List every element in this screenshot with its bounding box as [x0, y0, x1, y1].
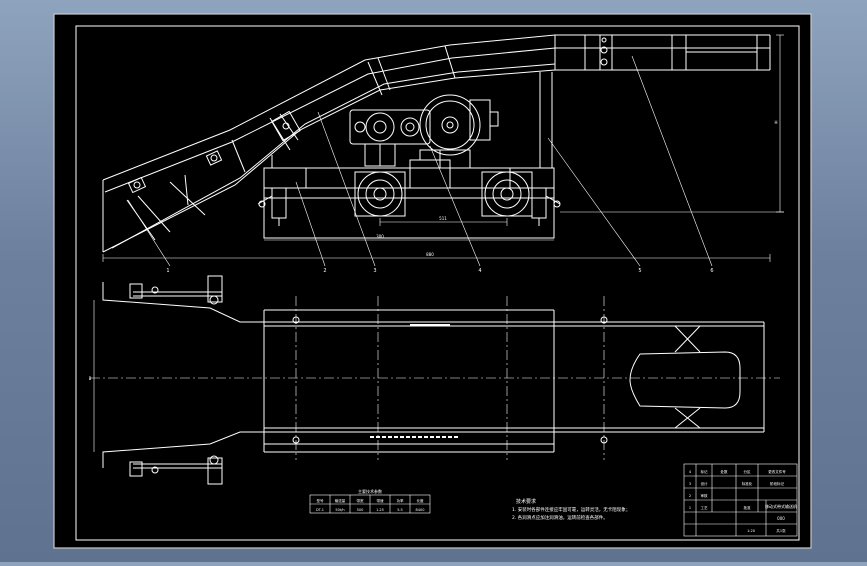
- sheet-background: [53, 13, 812, 549]
- param-h1: 输送量: [335, 498, 346, 503]
- inner-frame: [75, 25, 800, 541]
- plan-outer-top: [102, 282, 764, 323]
- plan-view: [90, 275, 780, 485]
- part-number-2: 2: [323, 268, 326, 274]
- notes-line-2: 2. 各润滑点应加注润滑油，运转前检查各部件。: [512, 514, 608, 521]
- tb-r3-c1: 工艺: [701, 505, 709, 510]
- frame-upper-beam-inner: [104, 47, 770, 193]
- param-v1: 50t/h: [335, 508, 344, 512]
- tb-r0-c0: 4: [689, 470, 692, 474]
- drawing-title: 移动式带式输送机: [765, 503, 797, 509]
- tb-r1-c0: 3: [689, 482, 691, 486]
- plan-hopper: [629, 351, 741, 409]
- part-number-4: 4: [478, 268, 481, 274]
- param-h4: 功率: [397, 498, 405, 503]
- drive-gearbox: [349, 94, 499, 169]
- plan-outer-bottom: [102, 431, 764, 468]
- notes-title: 技术要求: [516, 498, 536, 505]
- param-v5: 8400: [416, 508, 425, 512]
- param-table-title: 主要技术参数: [358, 488, 382, 494]
- param-h2: 带宽: [357, 498, 365, 503]
- param-table: [309, 494, 431, 514]
- tb-r0-c4: 更改文件号: [768, 469, 786, 474]
- tb-r2-c0: 2: [689, 494, 691, 498]
- part-number-6: 6: [710, 268, 713, 274]
- tb-r1-c1: 设计: [701, 481, 709, 486]
- tb-r1-c3: 标准化: [742, 481, 753, 486]
- dim-width-left: 300: [376, 234, 384, 239]
- param-h3: 带速: [377, 498, 385, 503]
- dim-plan-width: B: [89, 376, 92, 381]
- right-jack: [531, 187, 561, 226]
- param-v3: 1.25: [376, 508, 384, 512]
- tb-r0-c3: 分区: [744, 469, 752, 474]
- drawing-scale: 1:20: [747, 529, 755, 533]
- drawing-sheet: 共1张: [776, 528, 786, 533]
- left-jack: [257, 187, 287, 226]
- frame-lower-beam-inner: [111, 63, 556, 249]
- param-h5: 长度: [417, 498, 425, 503]
- part-number-5: 5: [638, 268, 641, 274]
- tb-r3-c3: 批准: [744, 505, 752, 510]
- title-block: [683, 463, 798, 537]
- part-number-3: 3: [373, 268, 376, 274]
- dim-right-height: H: [774, 120, 777, 125]
- plan-outrigger-bottom: [129, 455, 223, 485]
- param-v0: DT-1: [316, 508, 324, 512]
- tb-r0-c1: 标记: [701, 469, 709, 474]
- elevation-view: [102, 34, 784, 267]
- param-v4: 5.5: [397, 508, 403, 512]
- frame-upper-beam: [102, 34, 770, 181]
- dim-overall-length: 880: [426, 252, 434, 257]
- plan-outrigger-top: [129, 275, 223, 305]
- drawing-number: 000: [777, 516, 785, 521]
- part-number-1: 1: [166, 268, 169, 274]
- param-h0: 型号: [317, 498, 325, 503]
- tb-r1-c5: 阶段标记: [770, 481, 784, 486]
- dim-span-wheels: 511: [439, 216, 447, 221]
- tb-r0-c2: 处数: [721, 469, 729, 474]
- right-wheel: [481, 171, 533, 217]
- tb-r3-c0: 1: [689, 506, 691, 510]
- tb-r2-c1: 审核: [701, 493, 709, 498]
- notes-line-1: 1. 安装时各部件连接应牢固可靠，运转灵活，无卡阻现象；: [512, 506, 630, 513]
- left-wheel: [354, 171, 406, 217]
- param-v2: 500: [357, 508, 364, 512]
